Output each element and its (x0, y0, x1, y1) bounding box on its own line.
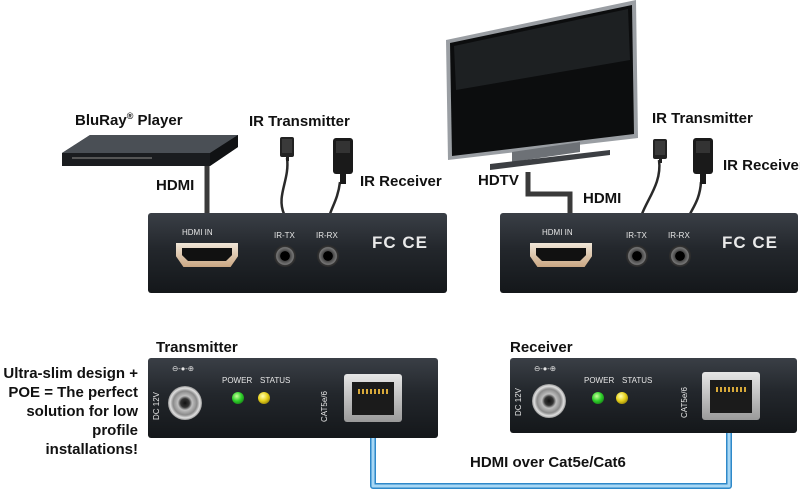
receiver-front-panel: DC 12V ⊖-●-⊕ POWER STATUS CAT5e/6 (510, 358, 797, 433)
ir-rx-cable-left (328, 181, 342, 215)
bluray-label-suffix: Player (133, 112, 183, 129)
status-caption: STATUS (260, 376, 291, 385)
bluray-label-text: BluRay (75, 112, 127, 129)
dc-power-jack-receiver (532, 384, 566, 418)
rj45-port (344, 374, 402, 422)
ir-tx-caption: IR-TX (274, 231, 295, 240)
hdmi-in-port (176, 243, 238, 267)
hdtv-label: HDTV (478, 172, 519, 189)
ir-tx-jack-receiver (626, 245, 648, 267)
ir-tx-cable-left (280, 157, 289, 215)
ir-rx-cable-right (688, 181, 703, 215)
status-caption-receiver: STATUS (622, 376, 653, 385)
ir-rx-jack (317, 245, 339, 267)
hdmi-port-receiver (530, 243, 592, 267)
ir-receiver-right-image (690, 138, 716, 184)
ir-receiver-label-left: IR Receiver (360, 173, 442, 190)
dc-12v-caption-receiver: DC 12V (514, 387, 523, 416)
hdmi-in-caption: HDMI IN (182, 228, 213, 237)
hdmi-label-right: HDMI (583, 190, 622, 207)
ir-tx-caption-receiver: IR-TX (626, 231, 647, 240)
power-led (232, 392, 244, 404)
registered-mark: ® (126, 111, 134, 121)
transmitter-front-panel: DC 12V ⊖-●-⊕ POWER STATUS CAT5e/6 (148, 358, 438, 438)
dc-12v-caption: DC 12V (152, 391, 161, 420)
ir-tx-cable-right (640, 159, 661, 215)
transmitter-label: Transmitter (156, 339, 238, 356)
status-led (258, 392, 270, 404)
ir-transmitter-right-image (651, 139, 669, 163)
status-led-receiver (616, 392, 628, 404)
hdmi-label-left: HDMI (156, 177, 195, 194)
transmitter-back-panel: HDMI IN IR-TX IR-RX FC CE (148, 213, 447, 293)
receiver-back-panel: HDMI IN IR-TX IR-RX FC CE (500, 213, 798, 293)
bluray-player-image (60, 133, 240, 168)
hdtv-image (440, 0, 640, 172)
bluray-label: BluRay® Player (75, 111, 183, 129)
cable-label: HDMI over Cat5e/Cat6 (470, 454, 626, 471)
ir-tx-jack (274, 245, 296, 267)
dc-polarity-symbol-receiver: ⊖-●-⊕ (534, 364, 557, 373)
cat-caption: CAT5e/6 (320, 391, 329, 422)
promo-line-1: Ultra-slim design + (3, 365, 138, 382)
promo-line-4: profile installations! (45, 422, 138, 458)
ir-transmitter-label-left: IR Transmitter (249, 113, 350, 130)
power-caption-receiver: POWER (584, 376, 615, 385)
hdmi-cable-right (525, 172, 573, 214)
ir-receiver-label-right: IR Receiver (723, 157, 800, 174)
power-led-receiver (592, 392, 604, 404)
hdmi-in-caption-receiver: HDMI IN (542, 228, 573, 237)
promo-text: Ultra-slim design + POE = The perfect so… (2, 364, 138, 459)
promo-line-2: POE = The perfect (8, 384, 138, 401)
promo-line-3: solution for low (26, 403, 138, 420)
ir-rx-caption: IR-RX (316, 231, 338, 240)
ir-transmitter-label-right: IR Transmitter (652, 110, 753, 127)
power-caption: POWER (222, 376, 253, 385)
fcc-ce-mark-receiver: FC CE (722, 233, 778, 252)
receiver-label: Receiver (510, 339, 573, 356)
cat-caption-receiver: CAT5e/6 (680, 387, 689, 418)
ir-rx-caption-receiver: IR-RX (668, 231, 690, 240)
ir-receiver-left-image (330, 138, 356, 184)
ir-transmitter-left-image (278, 137, 296, 161)
rj45-port-receiver (702, 372, 760, 420)
dc-power-jack (168, 386, 202, 420)
ir-rx-jack-receiver (669, 245, 691, 267)
dc-polarity-symbol: ⊖-●-⊕ (172, 364, 195, 373)
fcc-ce-mark: FC CE (372, 233, 428, 252)
